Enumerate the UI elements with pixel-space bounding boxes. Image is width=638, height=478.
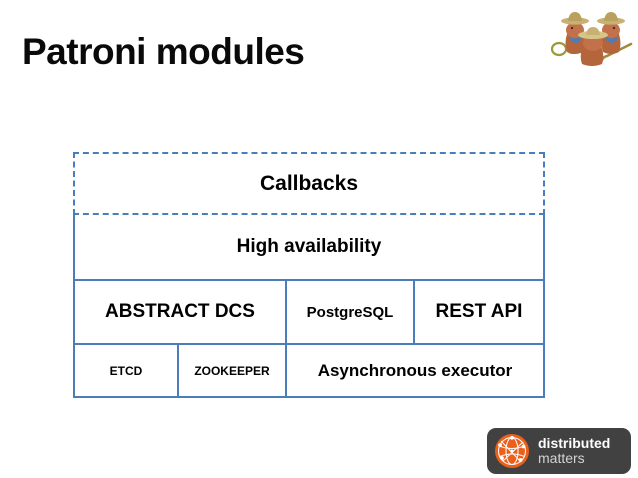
diagram-cell-high-availability: High availability xyxy=(75,215,543,279)
diagram-cell-postgresql: PostgreSQL xyxy=(287,281,415,343)
diagram-row-components: ABSTRACT DCS PostgreSQL REST API xyxy=(73,281,545,345)
distributed-matters-wordmark: distributed matters xyxy=(538,436,610,465)
diagram-cell-rest-api: REST API xyxy=(415,281,543,343)
diagram-cell-asynchronous-executor: Asynchronous executor xyxy=(287,345,543,396)
diagram-cell-zookeeper: ZOOKEEPER xyxy=(179,345,287,396)
diagram-cell-etcd: ETCD xyxy=(75,345,179,396)
distributed-matters-globe-icon xyxy=(495,434,529,468)
diagram-cell-abstract-dcs: ABSTRACT DCS xyxy=(75,281,287,343)
diagram-row-backends: ETCD ZOOKEEPER Asynchronous executor xyxy=(73,345,545,398)
diagram-row-high-availability: High availability xyxy=(73,215,545,281)
distributed-matters-logo: distributed matters xyxy=(487,428,631,474)
patroni-architecture-diagram: Callbacks High availability ABSTRACT DCS… xyxy=(73,152,545,398)
logo-text-distributed: distributed xyxy=(538,435,611,452)
diagram-cell-callbacks: Callbacks xyxy=(75,154,543,213)
logo-text-matters: matters xyxy=(538,450,585,466)
page-title: Patroni modules xyxy=(22,31,305,72)
postgresql-elephants-logo xyxy=(545,2,637,66)
diagram-row-callbacks: Callbacks xyxy=(73,152,545,215)
